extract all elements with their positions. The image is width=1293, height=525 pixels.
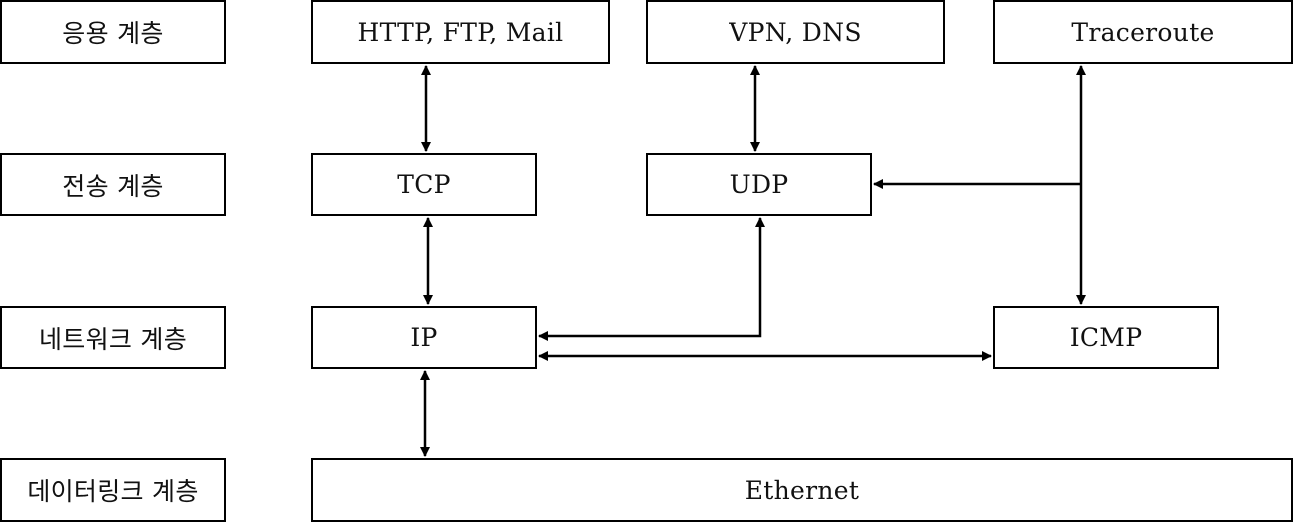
- layer-network: 네트워크 계층: [0, 306, 226, 369]
- layer-transport: 전송 계층: [0, 153, 226, 216]
- node-vpn-dns: VPN, DNS: [646, 0, 945, 64]
- node-udp: UDP: [646, 153, 872, 216]
- layer-datalink: 데이터링크 계층: [0, 458, 226, 522]
- layer-datalink-label: 데이터링크 계층: [27, 477, 199, 506]
- node-ethernet: Ethernet: [311, 458, 1293, 522]
- layer-network-label: 네트워크 계층: [38, 324, 188, 354]
- node-tcp: TCP: [311, 153, 537, 216]
- node-ip-label: IP: [410, 323, 438, 352]
- node-ip: IP: [311, 306, 537, 369]
- layer-transport-label: 전송 계층: [62, 171, 164, 201]
- node-vpn-dns-label: VPN, DNS: [729, 17, 862, 47]
- node-http-ftp-mail: HTTP, FTP, Mail: [311, 0, 610, 64]
- arrow-ip-udp: [538, 217, 765, 341]
- node-tcp-label: TCP: [397, 170, 451, 199]
- node-ethernet-label: Ethernet: [744, 475, 860, 505]
- node-traceroute-label: Traceroute: [1071, 17, 1215, 47]
- node-icmp: ICMP: [993, 306, 1219, 369]
- node-traceroute: Traceroute: [993, 0, 1293, 64]
- node-http-ftp-mail-label: HTTP, FTP, Mail: [357, 17, 564, 47]
- node-icmp-label: ICMP: [1069, 323, 1143, 352]
- layer-application-label: 응용 계층: [62, 19, 164, 48]
- node-udp-label: UDP: [729, 170, 789, 199]
- layer-application: 응용 계층: [0, 0, 226, 64]
